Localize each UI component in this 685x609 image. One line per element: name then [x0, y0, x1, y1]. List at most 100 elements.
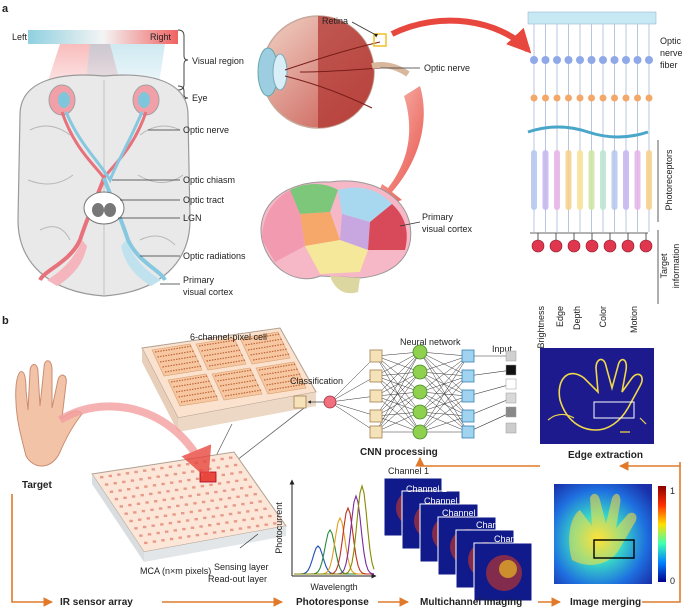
mca-pixel	[212, 531, 217, 534]
mca-pixel	[129, 519, 133, 523]
mca-pixel	[194, 518, 198, 521]
nn-edge	[419, 391, 469, 417]
mca-pixel	[263, 507, 267, 510]
pixel-electrode-row	[157, 350, 195, 358]
mca-pixel	[195, 533, 200, 537]
mca-pixel	[156, 475, 160, 478]
mca-pixel	[214, 490, 218, 494]
ganglion-cell	[564, 56, 573, 64]
pixel-electrode-row	[206, 354, 244, 362]
mca-pixel	[152, 540, 157, 543]
mca-pixel	[237, 511, 241, 514]
mca-pixel	[134, 527, 138, 530]
visual-region-brace	[177, 29, 189, 91]
pixel-electrode-row	[175, 385, 214, 393]
nn-edge	[375, 371, 421, 433]
nn-edge	[419, 371, 469, 417]
mca-pixel	[171, 497, 175, 500]
mca-pixel	[233, 520, 238, 523]
mca-pixel	[230, 528, 234, 532]
pixel-electrode-row	[268, 383, 307, 391]
pixel-electrode-row	[201, 344, 239, 352]
ganglion-cell	[587, 56, 596, 64]
mca-pixel	[181, 512, 185, 515]
mca-pixel	[149, 492, 153, 496]
mca-pixel	[177, 464, 181, 467]
mca-pixel	[259, 516, 263, 519]
mca-pixel	[151, 524, 155, 527]
mca-sensor-array	[91, 451, 287, 562]
multichannel-image-stack	[383, 477, 533, 602]
bipolar-cell	[645, 94, 653, 102]
pixel-electrode-row	[258, 363, 297, 371]
pixel-electrode-row	[214, 369, 253, 377]
mca-pixel	[211, 515, 216, 518]
mca-pixel	[161, 539, 165, 542]
mca-pixel	[186, 463, 190, 466]
mca-pixel	[166, 490, 170, 493]
mca-pixel	[118, 489, 122, 492]
mca-pixel	[225, 465, 229, 468]
mca-pixel	[236, 495, 240, 498]
mca-pixel	[144, 485, 148, 488]
mca-pixel	[161, 482, 165, 486]
mca-pixel	[168, 521, 173, 525]
nn-input-pixel	[505, 378, 517, 390]
mca-pixel	[168, 465, 173, 468]
pipeline-step-2: Photoresponse	[296, 597, 369, 608]
mca-pixel	[156, 531, 160, 535]
pixel-cell-illustration	[141, 327, 317, 432]
label-edge-extraction: Edge extraction	[568, 450, 643, 461]
mca-pixel	[232, 504, 236, 507]
photoreceptor-cell	[600, 150, 606, 210]
photoreceptor-cell	[565, 150, 572, 210]
mca-pixel	[123, 496, 127, 499]
mca-pixel	[195, 477, 200, 480]
mca-pixel	[182, 471, 186, 474]
nn-edge	[375, 375, 421, 433]
nn-edge	[329, 395, 377, 403]
mca-pixel	[160, 466, 164, 470]
nn-edge	[375, 395, 421, 433]
mca-pixel	[131, 495, 136, 498]
mca-pixel	[178, 480, 182, 483]
label-brain-cortex-line1: Primary	[422, 212, 453, 222]
pipeline-step-4: Image merging	[570, 597, 641, 608]
mca-pixel	[240, 487, 244, 490]
mca-pixel	[228, 512, 233, 516]
mca-pixel	[113, 482, 117, 485]
arrow-eye-to-cortex	[372, 86, 424, 210]
mca-pixel	[158, 507, 163, 510]
mca-pixel	[170, 481, 174, 484]
mca-pixel	[160, 523, 164, 526]
nn-input-edge	[467, 369, 513, 378]
mca-pixel	[185, 519, 190, 522]
pixel-electrode-row	[224, 389, 263, 397]
label-optic-chiasm: Optic chiasm	[183, 175, 235, 185]
pixel-electrode-row	[250, 348, 288, 356]
left-label: Left	[12, 32, 28, 42]
mca-pixel	[119, 505, 123, 508]
photoresponse-curve	[294, 494, 375, 575]
label-optic-nerve-eye: Optic nerve	[424, 63, 470, 73]
nn-node-green	[412, 364, 428, 380]
nn-node-blue	[461, 425, 475, 439]
channel-peak-region	[499, 560, 517, 578]
mca-pixel	[253, 493, 257, 496]
mca-pixel	[200, 484, 205, 488]
info-label-motion: Motion	[629, 306, 639, 333]
brain-top-view	[17, 74, 191, 297]
bipolar-cell	[553, 94, 561, 102]
mca-pixel	[142, 525, 147, 529]
retina-cell-layers	[527, 11, 657, 232]
pixel-electrode-row	[164, 365, 203, 373]
nn-edge	[419, 415, 469, 433]
visual-field-bar	[28, 30, 178, 44]
label-pixel-cell: 6-channel-pixel cell	[190, 332, 267, 342]
mca-pixel	[183, 487, 187, 490]
nn-node-beige	[369, 389, 383, 403]
photoreceptor-cell	[634, 150, 641, 210]
merged-heat-image	[554, 484, 666, 584]
mca-pixel	[227, 496, 232, 500]
mca-pixel	[157, 491, 162, 494]
